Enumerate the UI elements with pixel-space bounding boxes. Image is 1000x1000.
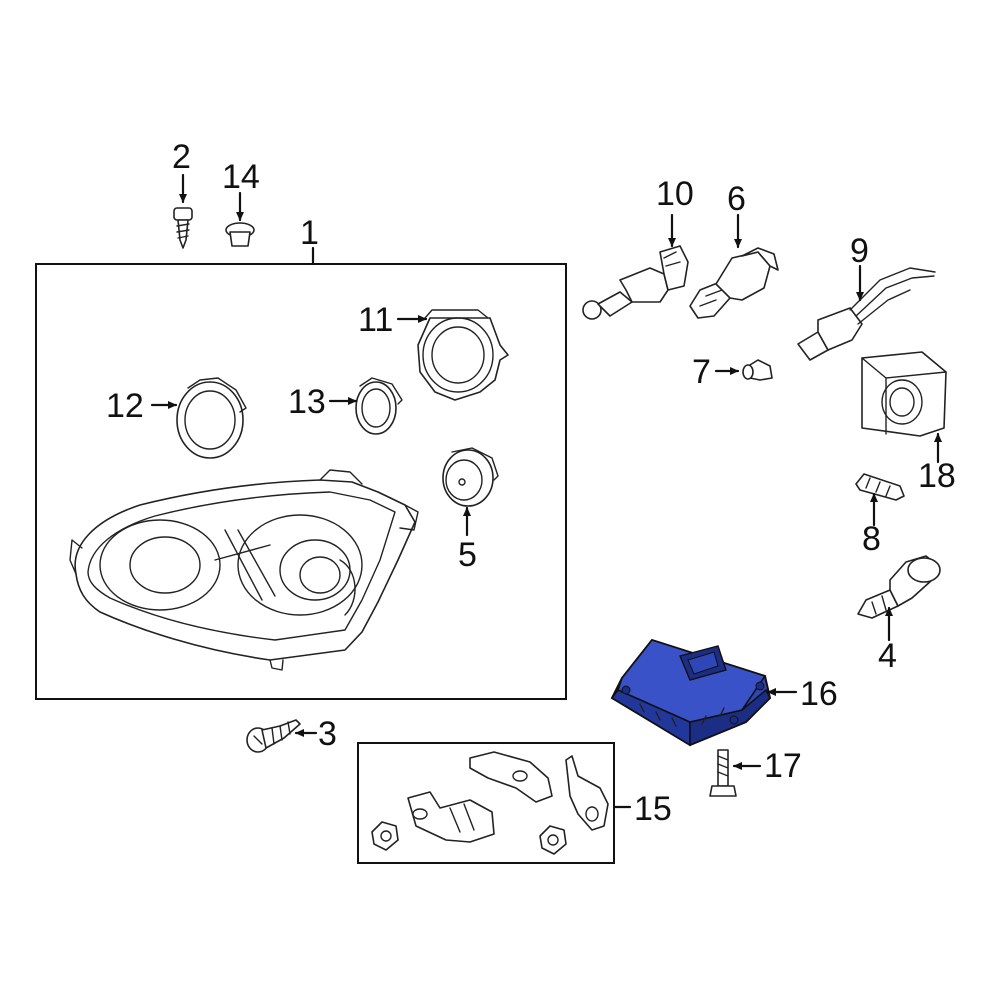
callout-15[interactable]: 15 xyxy=(634,790,672,828)
callout-14[interactable]: 14 xyxy=(222,158,260,196)
callout-17[interactable]: 17 xyxy=(764,747,802,785)
headlamp-cap-small[interactable] xyxy=(442,447,499,507)
screw-2[interactable] xyxy=(173,207,193,249)
callout-4[interactable]: 4 xyxy=(878,637,897,675)
callout-10[interactable]: 10 xyxy=(656,175,694,213)
callout-9[interactable]: 9 xyxy=(850,232,869,270)
headlamp-cap-large[interactable] xyxy=(417,309,509,401)
bulb-7[interactable] xyxy=(742,359,773,381)
callout-1[interactable]: 1 xyxy=(300,214,319,252)
bulb-socket-10[interactable] xyxy=(582,245,689,320)
bracket-kit-parts[interactable] xyxy=(371,751,609,855)
headlamp-ring-13[interactable] xyxy=(355,377,403,435)
callout-7[interactable]: 7 xyxy=(692,353,711,391)
callout-8[interactable]: 8 xyxy=(862,520,881,558)
bulb-6[interactable] xyxy=(689,247,779,319)
callout-11[interactable]: 11 xyxy=(358,301,393,339)
headlamp-housing[interactable] xyxy=(69,469,419,671)
bulb-4[interactable] xyxy=(857,555,941,619)
headlamp-ring-12[interactable] xyxy=(176,377,247,459)
callout-3[interactable]: 3 xyxy=(318,715,337,753)
control-module-16[interactable] xyxy=(610,638,772,747)
callout-16[interactable]: 16 xyxy=(800,675,838,713)
socket-18[interactable] xyxy=(861,351,947,437)
callout-2[interactable]: 2 xyxy=(172,138,191,176)
clip-14[interactable] xyxy=(225,222,255,247)
callout-12[interactable]: 12 xyxy=(106,387,144,425)
callout-13[interactable]: 13 xyxy=(288,383,326,421)
bolt-17[interactable] xyxy=(709,749,737,797)
callout-18[interactable]: 18 xyxy=(918,457,956,495)
bulb-harness-9[interactable] xyxy=(797,267,936,361)
bulb-8[interactable] xyxy=(855,473,905,501)
callout-6[interactable]: 6 xyxy=(727,180,746,218)
screw-3[interactable] xyxy=(246,719,301,753)
callout-5[interactable]: 5 xyxy=(458,536,477,574)
